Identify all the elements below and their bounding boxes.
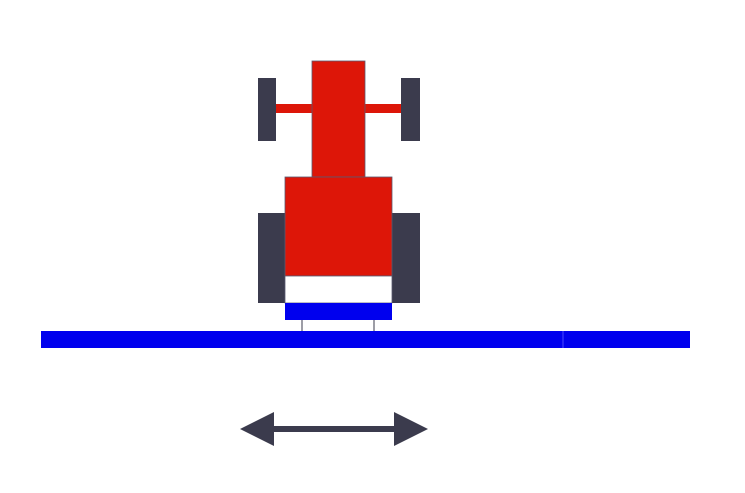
- tool-beam-main: [41, 331, 563, 348]
- arrow-head-left: [240, 412, 274, 446]
- rear-hitch-area: [284, 275, 393, 304]
- front-right-wheel: [401, 78, 420, 141]
- rear-left-wheel: [258, 213, 286, 303]
- front-left-wheel: [258, 78, 276, 141]
- tractor-cab: [284, 176, 393, 277]
- rear-right-wheel: [392, 213, 420, 303]
- arrow-shaft: [268, 426, 398, 432]
- tool-beam-extension: [563, 331, 690, 348]
- double-headed-arrow-icon: [240, 412, 428, 446]
- implement-frame: [285, 303, 392, 320]
- tractor-hood: [311, 60, 366, 178]
- arrow-head-right: [394, 412, 428, 446]
